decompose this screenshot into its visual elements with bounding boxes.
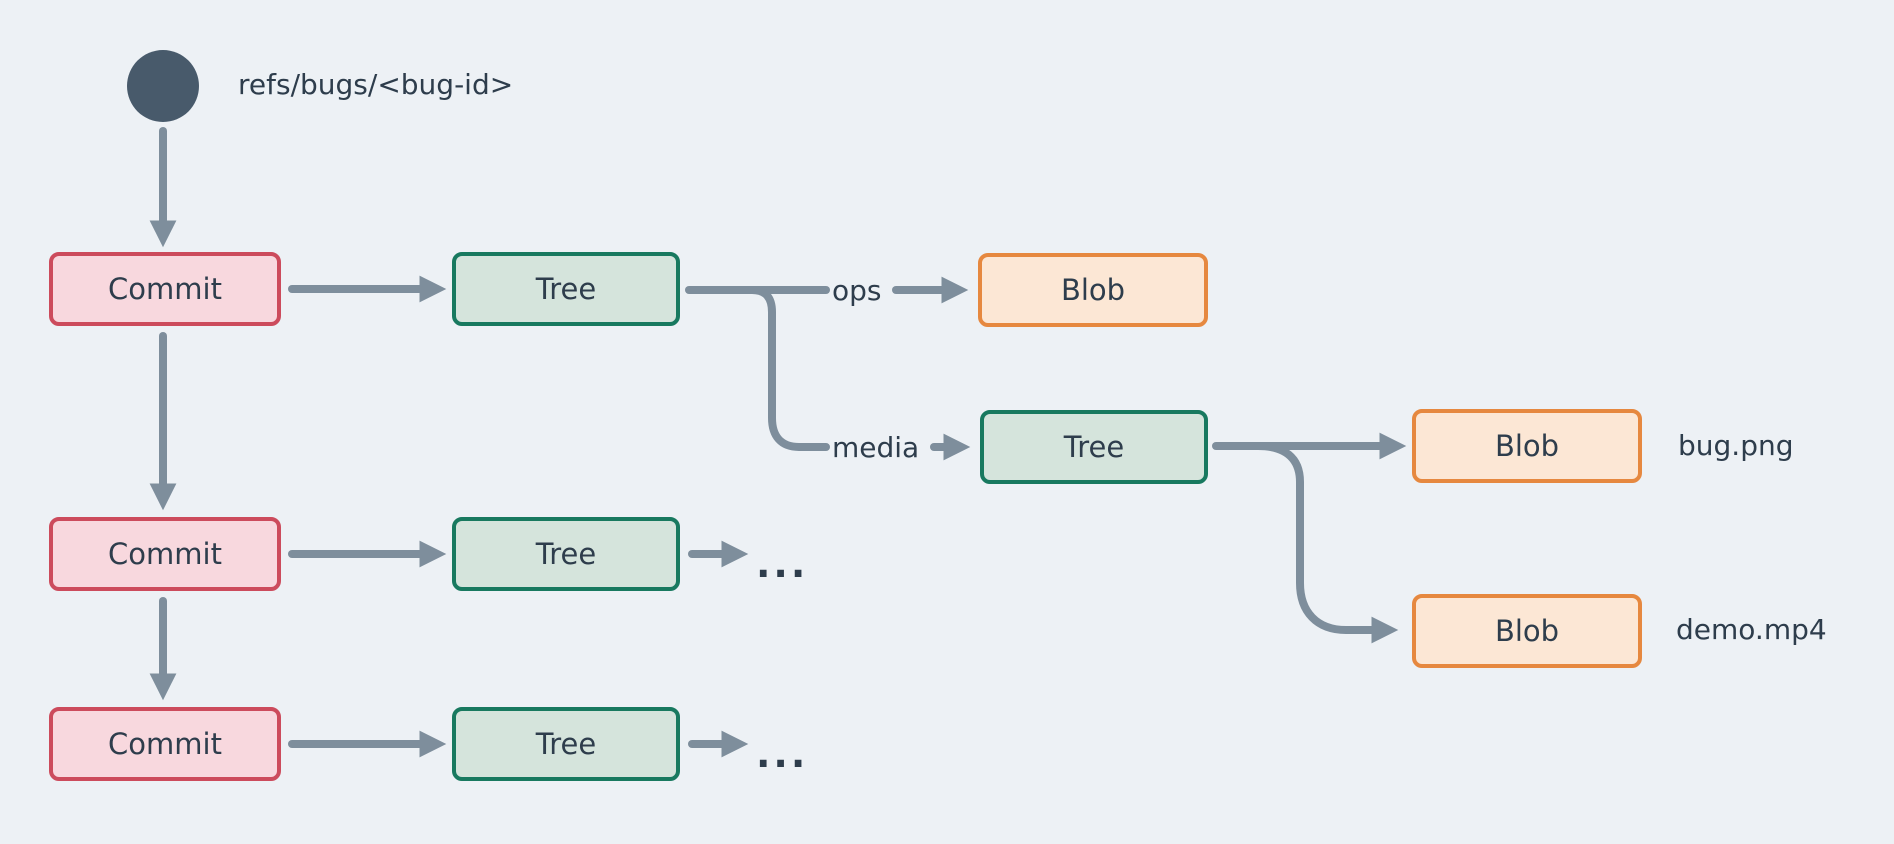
ref-label: refs/bugs/<bug-id> bbox=[238, 68, 514, 101]
tree-node-3: Tree bbox=[452, 707, 680, 781]
edge-tree1-branch-to-media bbox=[748, 286, 830, 451]
blob-node-bug: Blob bbox=[1412, 409, 1642, 483]
tree-node-2: Tree bbox=[452, 517, 680, 591]
commit-node-1: Commit bbox=[49, 252, 281, 326]
commit-node-2: Commit bbox=[49, 517, 281, 591]
file-label-bug: bug.png bbox=[1678, 429, 1794, 462]
edge-tree2-branch-to-blob-demo bbox=[1254, 442, 1399, 644]
commit-node-3: Commit bbox=[49, 707, 281, 781]
edge-label-ops: ops bbox=[832, 274, 882, 307]
edge-label-media: media bbox=[832, 431, 920, 464]
ellipsis-row2: ... bbox=[756, 542, 809, 586]
tree-node-media: Tree bbox=[980, 410, 1208, 484]
blob-node-demo: Blob bbox=[1412, 594, 1642, 668]
tree-node-1: Tree bbox=[452, 252, 680, 326]
ref-head-circle bbox=[127, 50, 199, 122]
blob-node-ops: Blob bbox=[978, 253, 1208, 327]
ellipsis-row3: ... bbox=[756, 732, 809, 776]
file-label-demo: demo.mp4 bbox=[1676, 613, 1827, 646]
